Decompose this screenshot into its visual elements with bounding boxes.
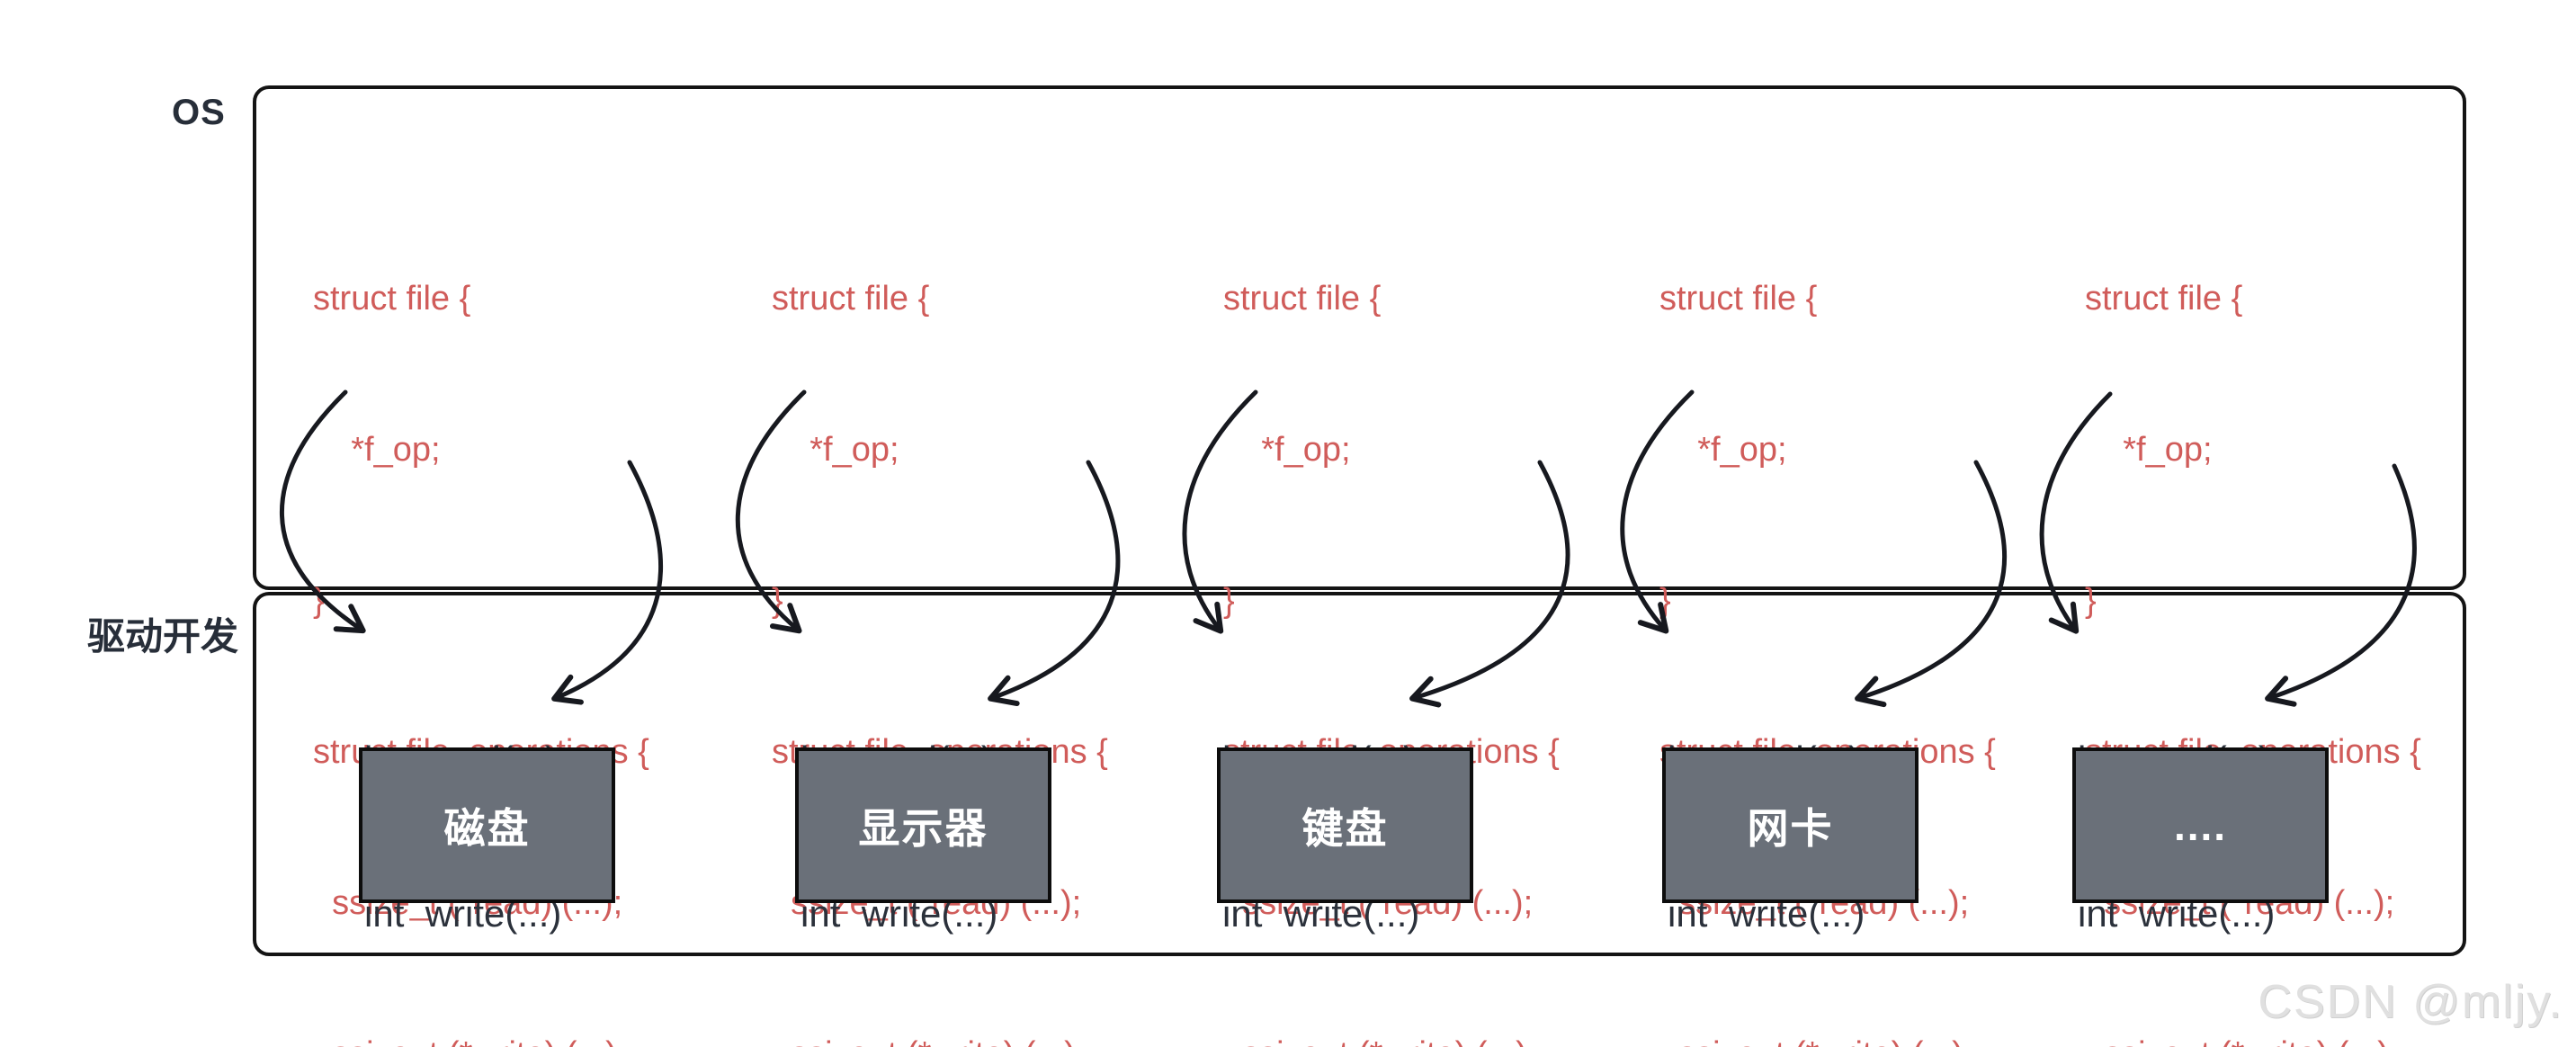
code-line: ssize_t (*write) (...);: [772, 1029, 1108, 1047]
code-line: }: [2085, 582, 2097, 620]
device-box-keyboard: 键盘: [1217, 747, 1473, 903]
device-box-disk: 磁盘: [359, 747, 615, 903]
driver-dev-label: 驱动开发: [87, 615, 239, 658]
code-line: *f_op;: [1659, 431, 1787, 469]
code-line: *f_op;: [1223, 431, 1351, 469]
code-line: struct file {: [1659, 280, 1818, 318]
code-line: ssize_t (*write) (...);: [1659, 1029, 1996, 1047]
code-line: struct file {: [1223, 280, 1382, 318]
device-label: 网卡: [1747, 804, 1834, 852]
os-label: OS: [172, 93, 226, 132]
code-line: }: [1659, 582, 1671, 620]
code-line: *f_op;: [2085, 431, 2213, 469]
device-box-nic: 网卡: [1662, 747, 1919, 903]
code-line: ssize_t (*read) (...);: [313, 884, 623, 922]
code-line: ssize_t (*write) (...);: [313, 1029, 649, 1047]
code-line: struct file {: [2085, 280, 2243, 318]
device-label: 磁盘: [443, 804, 531, 852]
code-line: ssize_t (*write) (...);: [2085, 1029, 2421, 1047]
code-line: *f_op;: [313, 431, 441, 469]
device-label: ....: [2173, 801, 2228, 849]
code-line: }: [1223, 582, 1235, 620]
device-label: 键盘: [1301, 804, 1389, 852]
device-box-display: 显示器: [795, 747, 1051, 903]
code-line: *f_op;: [772, 431, 899, 469]
os-code-column-4: struct file { *f_op; } struct file_opera…: [1659, 173, 1996, 1047]
code-line: }: [772, 582, 783, 620]
watermark: CSDN @mljy.: [2258, 976, 2563, 1028]
device-label: 显示器: [858, 804, 988, 852]
device-box-more: ....: [2072, 747, 2329, 903]
code-line: ssize_t (*write) (...);: [1223, 1029, 1560, 1047]
code-line: }: [313, 582, 325, 620]
code-line: struct file {: [313, 280, 471, 318]
code-line: struct file {: [772, 280, 930, 318]
